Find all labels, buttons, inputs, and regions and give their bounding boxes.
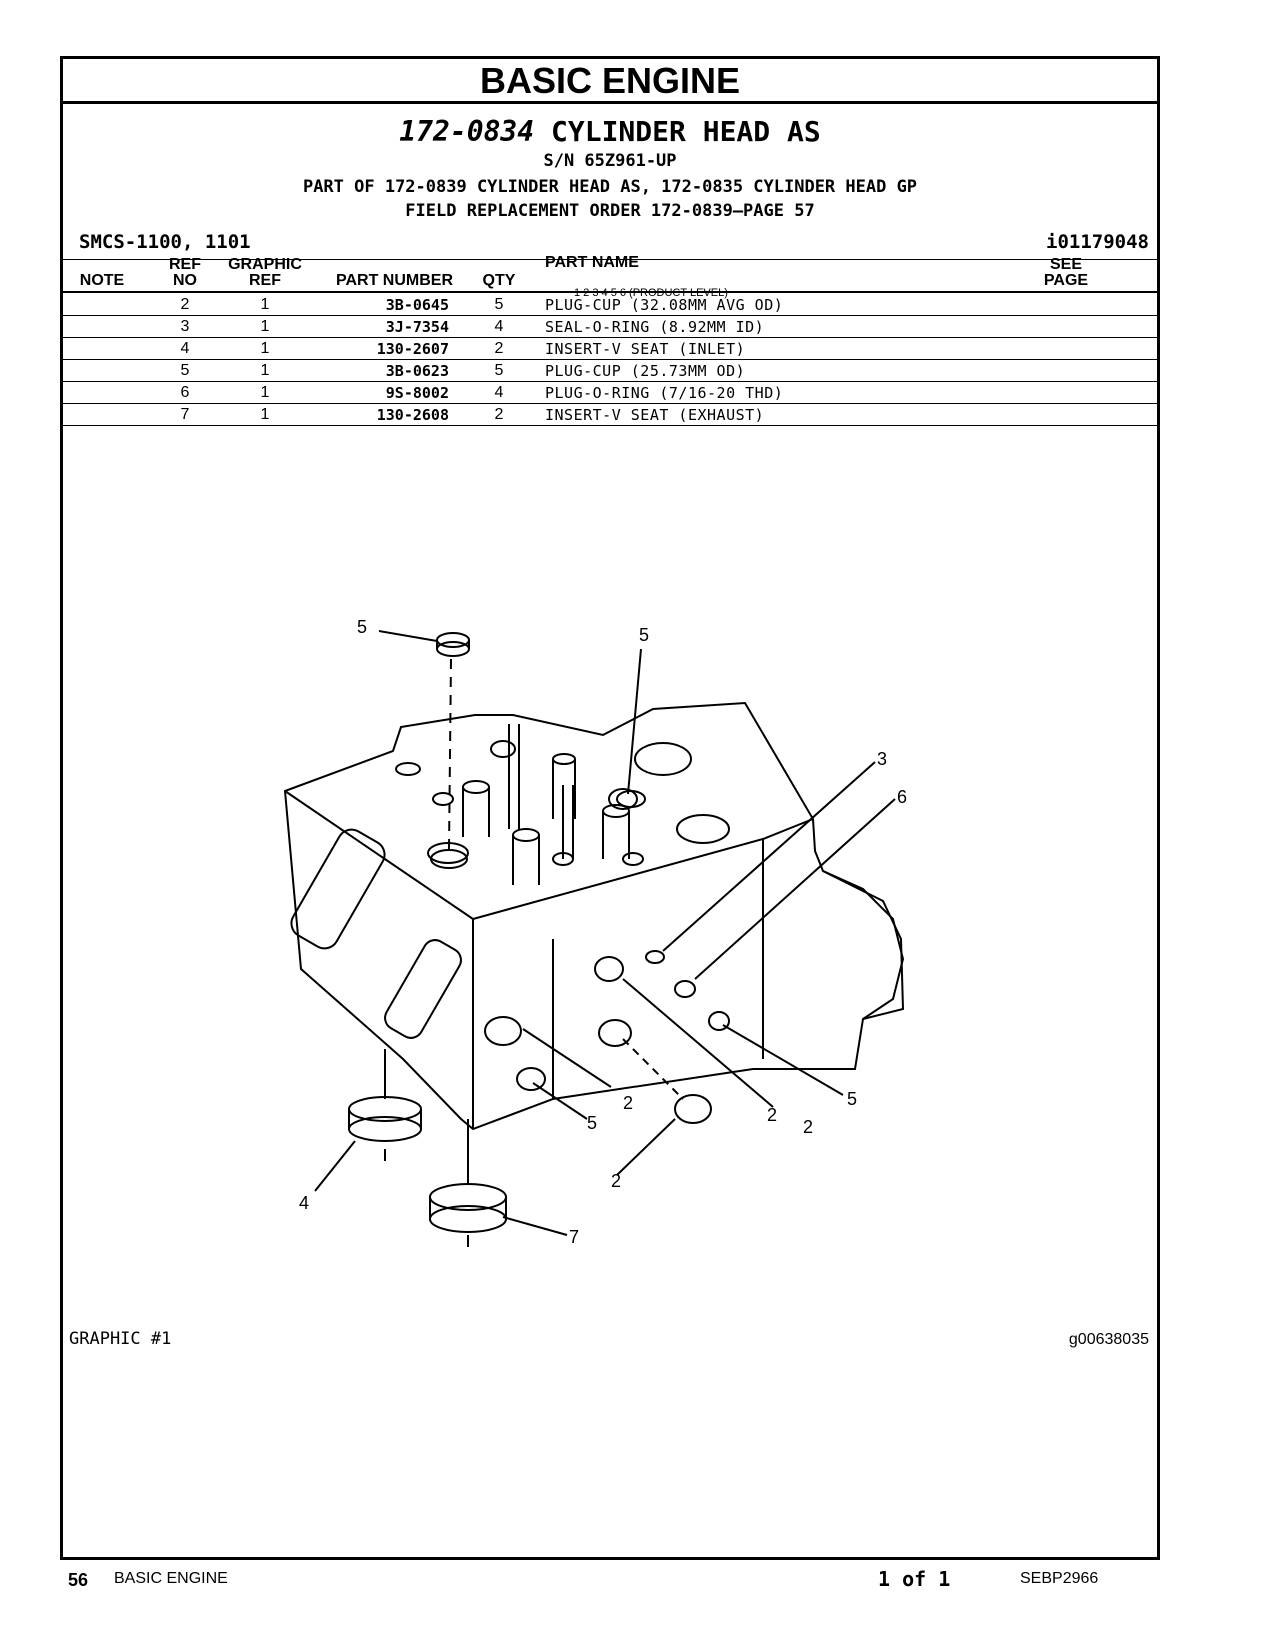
side-flange bbox=[822, 870, 905, 1020]
leader-line bbox=[616, 1118, 676, 1176]
callout-label: 2 bbox=[803, 1117, 814, 1137]
assembly-name: CYLINDER HEAD AS bbox=[551, 115, 821, 148]
leader-line bbox=[722, 1024, 844, 1096]
front-bore bbox=[708, 1011, 730, 1031]
explode-line bbox=[448, 658, 452, 850]
callout-label: 2 bbox=[611, 1171, 622, 1191]
callout-label: 5 bbox=[639, 625, 650, 645]
document-number: SEBP2966 bbox=[1020, 1570, 1099, 1587]
callout-label: 2 bbox=[623, 1093, 634, 1113]
page-of: 1 of 1 bbox=[878, 1567, 951, 1591]
plug-bore bbox=[430, 849, 468, 869]
valve-guide bbox=[512, 835, 540, 885]
valve-guide bbox=[602, 811, 630, 859]
plug-o-ring bbox=[674, 980, 696, 998]
table-header-rule bbox=[63, 291, 1157, 293]
assembly-title: 172-0834 CYLINDER HEAD AS bbox=[63, 115, 1157, 148]
cylinder-head-drawing bbox=[283, 630, 905, 1247]
leader-line bbox=[627, 648, 642, 795]
top-hole bbox=[608, 788, 638, 810]
leader-line bbox=[378, 630, 438, 642]
leader-line bbox=[694, 798, 896, 980]
callout-label: 2 bbox=[767, 1105, 778, 1125]
product-level: 1 2 3 4 5 6 (PRODUCT LEVEL) bbox=[574, 287, 728, 299]
top-hole bbox=[427, 842, 469, 864]
plug-cup-front bbox=[674, 1094, 712, 1124]
front-bore bbox=[598, 1019, 632, 1047]
top-hole bbox=[634, 742, 692, 776]
explode-line bbox=[622, 1038, 684, 1100]
top-hole bbox=[432, 792, 454, 806]
page-number: 56 bbox=[68, 1570, 89, 1590]
front-bore bbox=[484, 1016, 522, 1046]
top-hole bbox=[395, 762, 421, 776]
leader-line bbox=[522, 1028, 612, 1088]
callout-label: 7 bbox=[569, 1227, 580, 1247]
part-of-line: PART OF 172-0839 CYLINDER HEAD AS, 172-0… bbox=[302, 177, 918, 197]
assembly-part-number: 172-0834 bbox=[399, 115, 535, 148]
plug-bore bbox=[616, 790, 646, 808]
col-qty: QTY bbox=[482, 272, 516, 289]
stud bbox=[562, 785, 574, 859]
left-port-2 bbox=[384, 939, 462, 1039]
col-part-number: PART NUMBER bbox=[335, 272, 453, 289]
illustration-id: i01179048 bbox=[1046, 231, 1149, 253]
left-port-1 bbox=[290, 828, 386, 950]
leader-line bbox=[532, 1082, 588, 1120]
leader-line bbox=[622, 978, 774, 1108]
top-hole bbox=[622, 852, 644, 866]
callout-label: 5 bbox=[357, 617, 368, 637]
valve-guide bbox=[552, 759, 576, 819]
smcs-code: SMCS-1100, 1101 bbox=[79, 231, 251, 253]
graphic-id: g00638035 bbox=[1068, 1331, 1149, 1348]
table-top-rule bbox=[63, 259, 1157, 260]
leader-line bbox=[662, 761, 876, 952]
field-replacement-order: FIELD REPLACEMENT ORDER 172-0839—PAGE 57 bbox=[405, 201, 815, 221]
stud bbox=[508, 724, 520, 829]
callout-label: 5 bbox=[587, 1113, 598, 1133]
top-hole bbox=[676, 814, 730, 844]
front-bore bbox=[594, 956, 624, 982]
head-block-outline bbox=[283, 701, 905, 1131]
footer-section: BASIC ENGINE bbox=[114, 1570, 228, 1587]
serial-number: S/N 65Z961-UP bbox=[543, 151, 677, 171]
valve-guide bbox=[462, 787, 490, 837]
o-ring bbox=[645, 950, 665, 964]
head-top-edge bbox=[284, 790, 814, 921]
callout-label: 3 bbox=[877, 749, 888, 769]
top-hole bbox=[490, 740, 516, 758]
graphic-label: GRAPHIC #1 bbox=[69, 1329, 172, 1349]
page-frame: BASIC ENGINE 172-0834 CYLINDER HEAD AS S… bbox=[60, 56, 1160, 1560]
leader-line bbox=[314, 1140, 356, 1192]
col-part-name: PART NAME bbox=[545, 254, 639, 271]
front-bore bbox=[516, 1067, 546, 1091]
callout-label: 6 bbox=[897, 787, 908, 807]
callout-label: 5 bbox=[847, 1089, 858, 1109]
callout-label: 4 bbox=[299, 1193, 310, 1213]
col-note: NOTE bbox=[79, 272, 125, 289]
leader-line bbox=[502, 1216, 568, 1236]
section-title: BASIC ENGINE bbox=[63, 59, 1157, 104]
